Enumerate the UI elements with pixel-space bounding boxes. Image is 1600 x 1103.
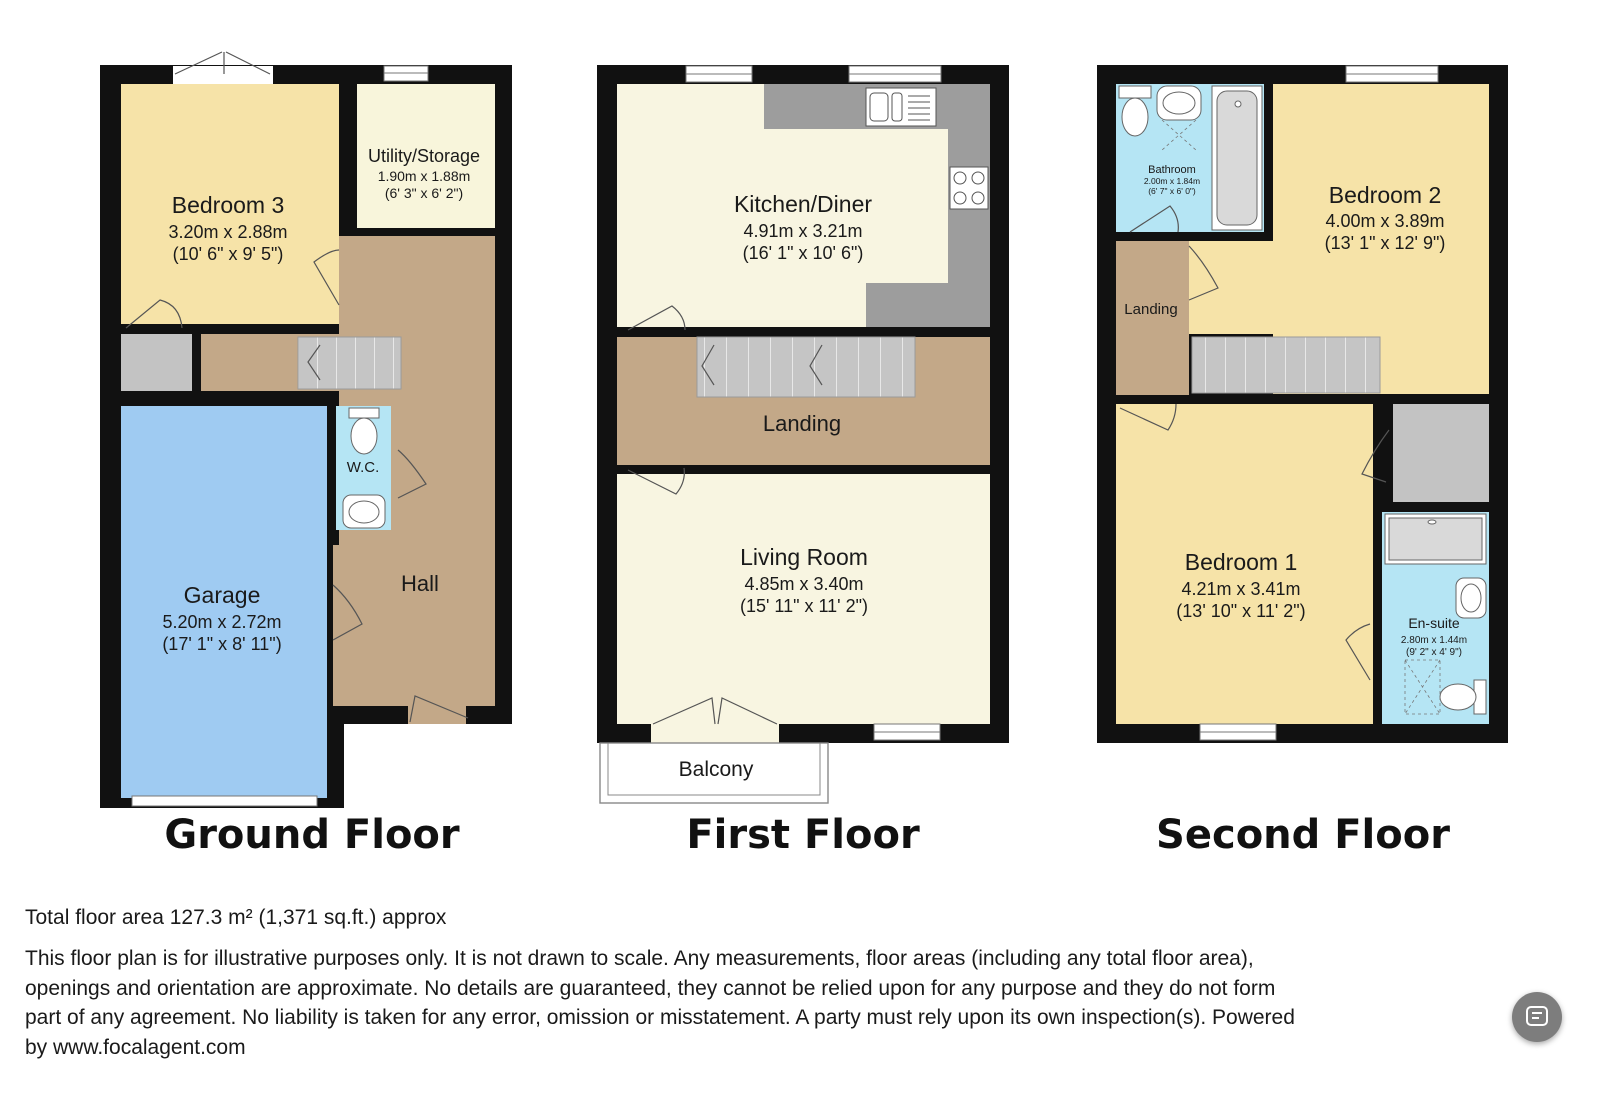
door-swing <box>313 249 340 306</box>
stairs-direction-mark <box>307 344 321 381</box>
garage-room <box>121 406 327 798</box>
living-room-name: Living Room <box>740 544 868 570</box>
garage-door-opening <box>131 795 318 807</box>
wc-name: W.C. <box>347 459 380 476</box>
toilet-cistern <box>1118 85 1152 99</box>
garage-metric: 5.20m x 2.72m <box>162 612 281 632</box>
ground-floor-title: Ground Floor <box>164 812 460 858</box>
wardrobe-area <box>1393 404 1489 502</box>
second-stairs <box>1191 336 1381 394</box>
balcony <box>599 742 829 804</box>
door-swing <box>332 584 363 641</box>
utility-storage-room <box>357 84 495 228</box>
total-floor-area: Total floor area 127.3 m² (1,371 sq.ft.)… <box>25 906 447 929</box>
bedroom-2-imperial: (13' 1" x 12' 9") <box>1325 233 1446 253</box>
bedroom-2-metric: 4.00m x 3.89m <box>1325 211 1444 231</box>
garage-name: Garage <box>184 582 261 608</box>
utility-metric: 1.90m x 1.88m <box>378 168 471 184</box>
door-swing <box>1345 623 1371 681</box>
bedroom-2-lower-room <box>1189 241 1289 334</box>
living-room-imperial: (15' 11" x 11' 2") <box>740 596 868 616</box>
ground-stairs <box>297 336 402 390</box>
balcony-door-opening <box>651 724 779 743</box>
door-swing <box>627 305 686 331</box>
bathroom-metric: 2.00m x 1.84m <box>1144 176 1200 186</box>
toilet-bowl <box>1121 97 1149 137</box>
bedroom-1-imperial: (13' 10" x 11' 2") <box>1176 601 1305 621</box>
toilet-cistern <box>348 407 380 419</box>
utility-imperial: (6' 3" x 6' 2") <box>385 185 463 201</box>
hall-name: Hall <box>401 571 439 596</box>
door-swing <box>397 449 427 499</box>
bedroom-3-name: Bedroom 3 <box>172 192 285 218</box>
door-swing <box>1361 429 1390 483</box>
toilet-bowl <box>350 417 378 455</box>
kitchen-worktop-corner <box>866 283 990 327</box>
french-door-opening <box>173 66 273 84</box>
bedroom-3-metric: 3.20m x 2.88m <box>168 222 287 242</box>
kitchen-diner-name: Kitchen/Diner <box>734 191 872 217</box>
front-door-opening <box>408 706 466 724</box>
en-suite-imperial: (9' 2" x 4' 9") <box>1406 647 1462 658</box>
bathroom-imperial: (6' 7" x 6' 0") <box>1148 186 1196 196</box>
bedroom-1-metric: 4.21m x 3.41m <box>1181 579 1300 599</box>
door-swing <box>1119 403 1177 431</box>
hall-lower-room <box>333 545 363 706</box>
door-swing <box>1129 205 1179 233</box>
second-floor-plan: Bathroom 2.00m x 1.84m (6' 7" x 6' 0") B… <box>1097 65 1508 858</box>
footer: Total floor area 127.3 m² (1,371 sq.ft.)… <box>25 906 1555 1062</box>
kitchen-diner-imperial: (16' 1" x 10' 6") <box>743 243 864 263</box>
first-floor-title: First Floor <box>686 812 920 858</box>
living-room-metric: 4.85m x 3.40m <box>744 574 863 594</box>
stairs-direction-mark <box>701 344 823 386</box>
front-door-swing <box>409 695 469 723</box>
ground-floor-plan: Bedroom 3 3.20m x 2.88m (10' 6" x 9' 5")… <box>100 51 512 858</box>
bedroom-1-name: Bedroom 1 <box>1185 549 1298 575</box>
bedroom-3-room <box>121 84 339 324</box>
floor-plan-drawing: Bedroom 3 3.20m x 2.88m (10' 6" x 9' 5")… <box>100 51 1508 858</box>
disclaimer: This floor plan is for illustrative purp… <box>25 947 1295 1059</box>
en-suite-name: En-suite <box>1408 615 1460 631</box>
balcony-name: Balcony <box>679 758 754 781</box>
french-door-swing <box>174 51 271 75</box>
bedroom-2-name: Bedroom 2 <box>1329 182 1442 208</box>
second-landing-room <box>1116 241 1189 395</box>
bathroom-name: Bathroom <box>1148 164 1196 176</box>
en-suite-metric: 2.80m x 1.44m <box>1401 635 1467 646</box>
balcony-door-swing <box>652 697 778 725</box>
door-swing <box>1188 245 1219 301</box>
kitchen-diner-metric: 4.91m x 3.21m <box>743 221 862 241</box>
toilet-bowl <box>1439 683 1477 711</box>
bedroom-1-room <box>1116 404 1373 724</box>
first-landing-name: Landing <box>763 411 841 436</box>
garage-imperial: (17' 1" x 8' 11") <box>162 634 281 654</box>
bedroom-3-imperial: (10' 6" x 9' 5") <box>173 244 284 264</box>
basin <box>1156 85 1202 121</box>
first-floor-plan: Kitchen/Diner 4.91m x 3.21m (16' 1" x 10… <box>597 65 1009 858</box>
hob <box>949 166 989 210</box>
first-stairs <box>696 336 916 398</box>
door-swing <box>627 467 685 495</box>
second-floor-title: Second Floor <box>1156 812 1450 858</box>
second-landing-name: Landing <box>1124 301 1177 318</box>
under-stair-cupboard <box>121 334 192 391</box>
door-swing <box>125 299 183 329</box>
chat-summary-icon <box>1526 1006 1548 1026</box>
chat-summary-button[interactable] <box>1512 992 1562 1042</box>
living-room <box>617 474 990 724</box>
utility-name: Utility/Storage <box>368 146 480 166</box>
